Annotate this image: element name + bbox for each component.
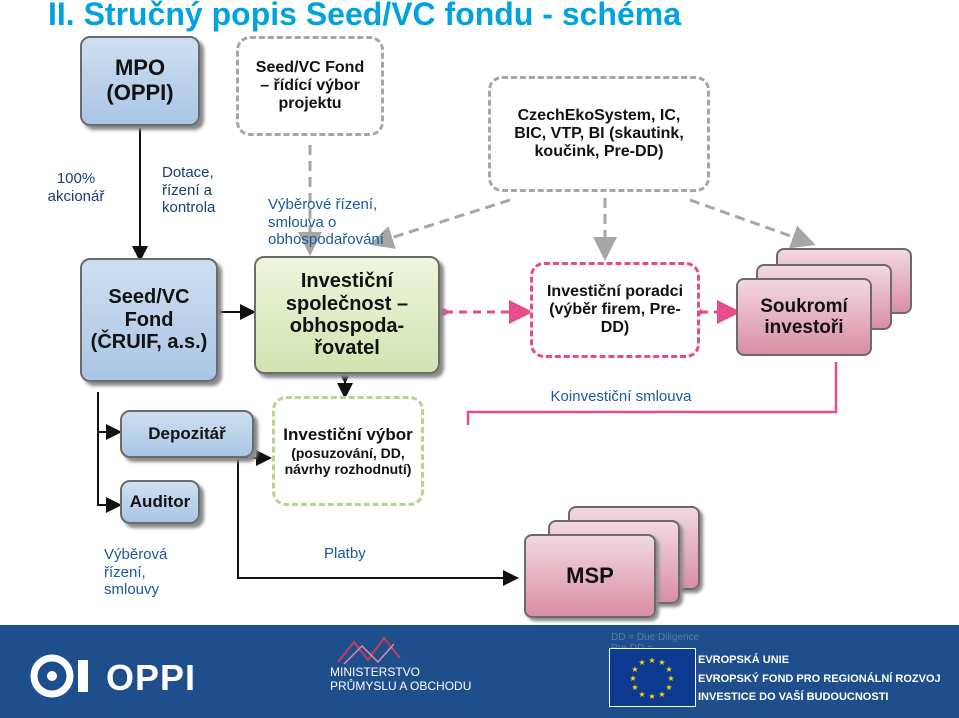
footer-bar <box>0 625 959 718</box>
vyberova-rizeni-smlouvy-label: Výběrová řízení, smlouvy <box>104 546 168 599</box>
eu-line2: EVROPSKÝ FOND PRO REGIONÁLNÍ ROZVOJ <box>698 672 941 685</box>
investicni-vybor-title: Investiční výbor <box>283 424 413 444</box>
eu-flag-icon: ★★★ ★★★ ★★★ ★★★ <box>609 648 696 707</box>
soukromi-investori-box: Soukromí investoři <box>736 278 872 356</box>
mpo-line2: PRŮMYSLU A OBCHODU <box>330 678 472 693</box>
ghost-line1: DD = Due Diligence <box>611 632 700 643</box>
investicni-vybor-box: Investiční výbor (posuzování, DD, návrhy… <box>272 396 424 506</box>
arrow-ekosystem-investori <box>689 198 816 249</box>
svg-text:★: ★ <box>665 683 672 692</box>
arrow-ekosystem-spolecnost <box>369 198 511 249</box>
svg-text:★: ★ <box>631 665 638 674</box>
svg-text:★: ★ <box>638 690 645 699</box>
eu-line1: EVROPSKÁ UNIE <box>698 654 790 666</box>
mpo-logo-text: MINISTERSTVO PRŮMYSLU A OBCHODU <box>330 665 472 694</box>
svg-text:★: ★ <box>658 658 665 667</box>
page-title: II. Stručný popis Seed/VC fondu - schéma <box>48 0 681 32</box>
arrow-platby-msp <box>237 458 519 586</box>
svg-text:★: ★ <box>648 656 655 665</box>
svg-text:★: ★ <box>667 674 674 683</box>
msp-box: MSP <box>524 534 656 618</box>
mpo-logo-icon <box>337 636 401 665</box>
koinvesticni-label: Koinvestiční smlouva <box>550 388 692 405</box>
eu-line3: INVESTICE DO VAŠÍ BUDOUCNOSTI <box>698 691 889 704</box>
koinvest-bracket <box>466 362 838 425</box>
oppi-wordmark: OPPI <box>106 657 197 698</box>
czechekosystem-box: CzechEkoSystem, IC, BIC, VTP, BI (skauti… <box>488 76 710 192</box>
seed-vc-fond-box: Seed/VC Fond (ČRUIF, a.s.) <box>80 258 218 382</box>
mpo-line1: MINISTERSTVO <box>330 665 421 679</box>
svg-text:★: ★ <box>638 658 645 667</box>
auditor-box: Auditor <box>120 480 200 524</box>
svg-text:★: ★ <box>665 665 672 674</box>
dotace-label: Dotace, řízení a kontrola <box>162 164 216 217</box>
svg-text:★: ★ <box>648 692 655 701</box>
vyberove-rizeni-label: Výběrové řízení, smlouva o obhospodařová… <box>268 196 384 249</box>
depozitar-box: Depozitář <box>120 410 254 458</box>
oppi-logo-icon <box>30 654 88 698</box>
svg-text:★: ★ <box>631 683 638 692</box>
svg-text:★: ★ <box>658 690 665 699</box>
ridici-vybor-box: Seed/VC Fond – řídící výbor projektu <box>236 36 384 136</box>
eu-text-block: EVROPSKÁ UNIE EVROPSKÝ FOND PRO REGIONÁL… <box>698 651 941 707</box>
arrow-fond-auditor <box>97 392 122 513</box>
svg-text:★: ★ <box>629 674 636 683</box>
mpo-box: MPO (OPPI) <box>80 36 200 126</box>
platby-label: Platby <box>324 545 366 562</box>
akcionar-label: 100% akcionář <box>47 170 105 205</box>
eu-stars-icon: ★★★ ★★★ ★★★ ★★★ <box>629 656 674 701</box>
investicni-poradci-box: Investiční poradci (výběr firem, Pre-DD) <box>530 262 700 358</box>
investicni-spolecnost-box: Investiční společnost – obhospoda-řovate… <box>254 256 440 374</box>
investicni-vybor-sub: (posuzování, DD, návrhy rozhodnutí) <box>284 444 412 477</box>
